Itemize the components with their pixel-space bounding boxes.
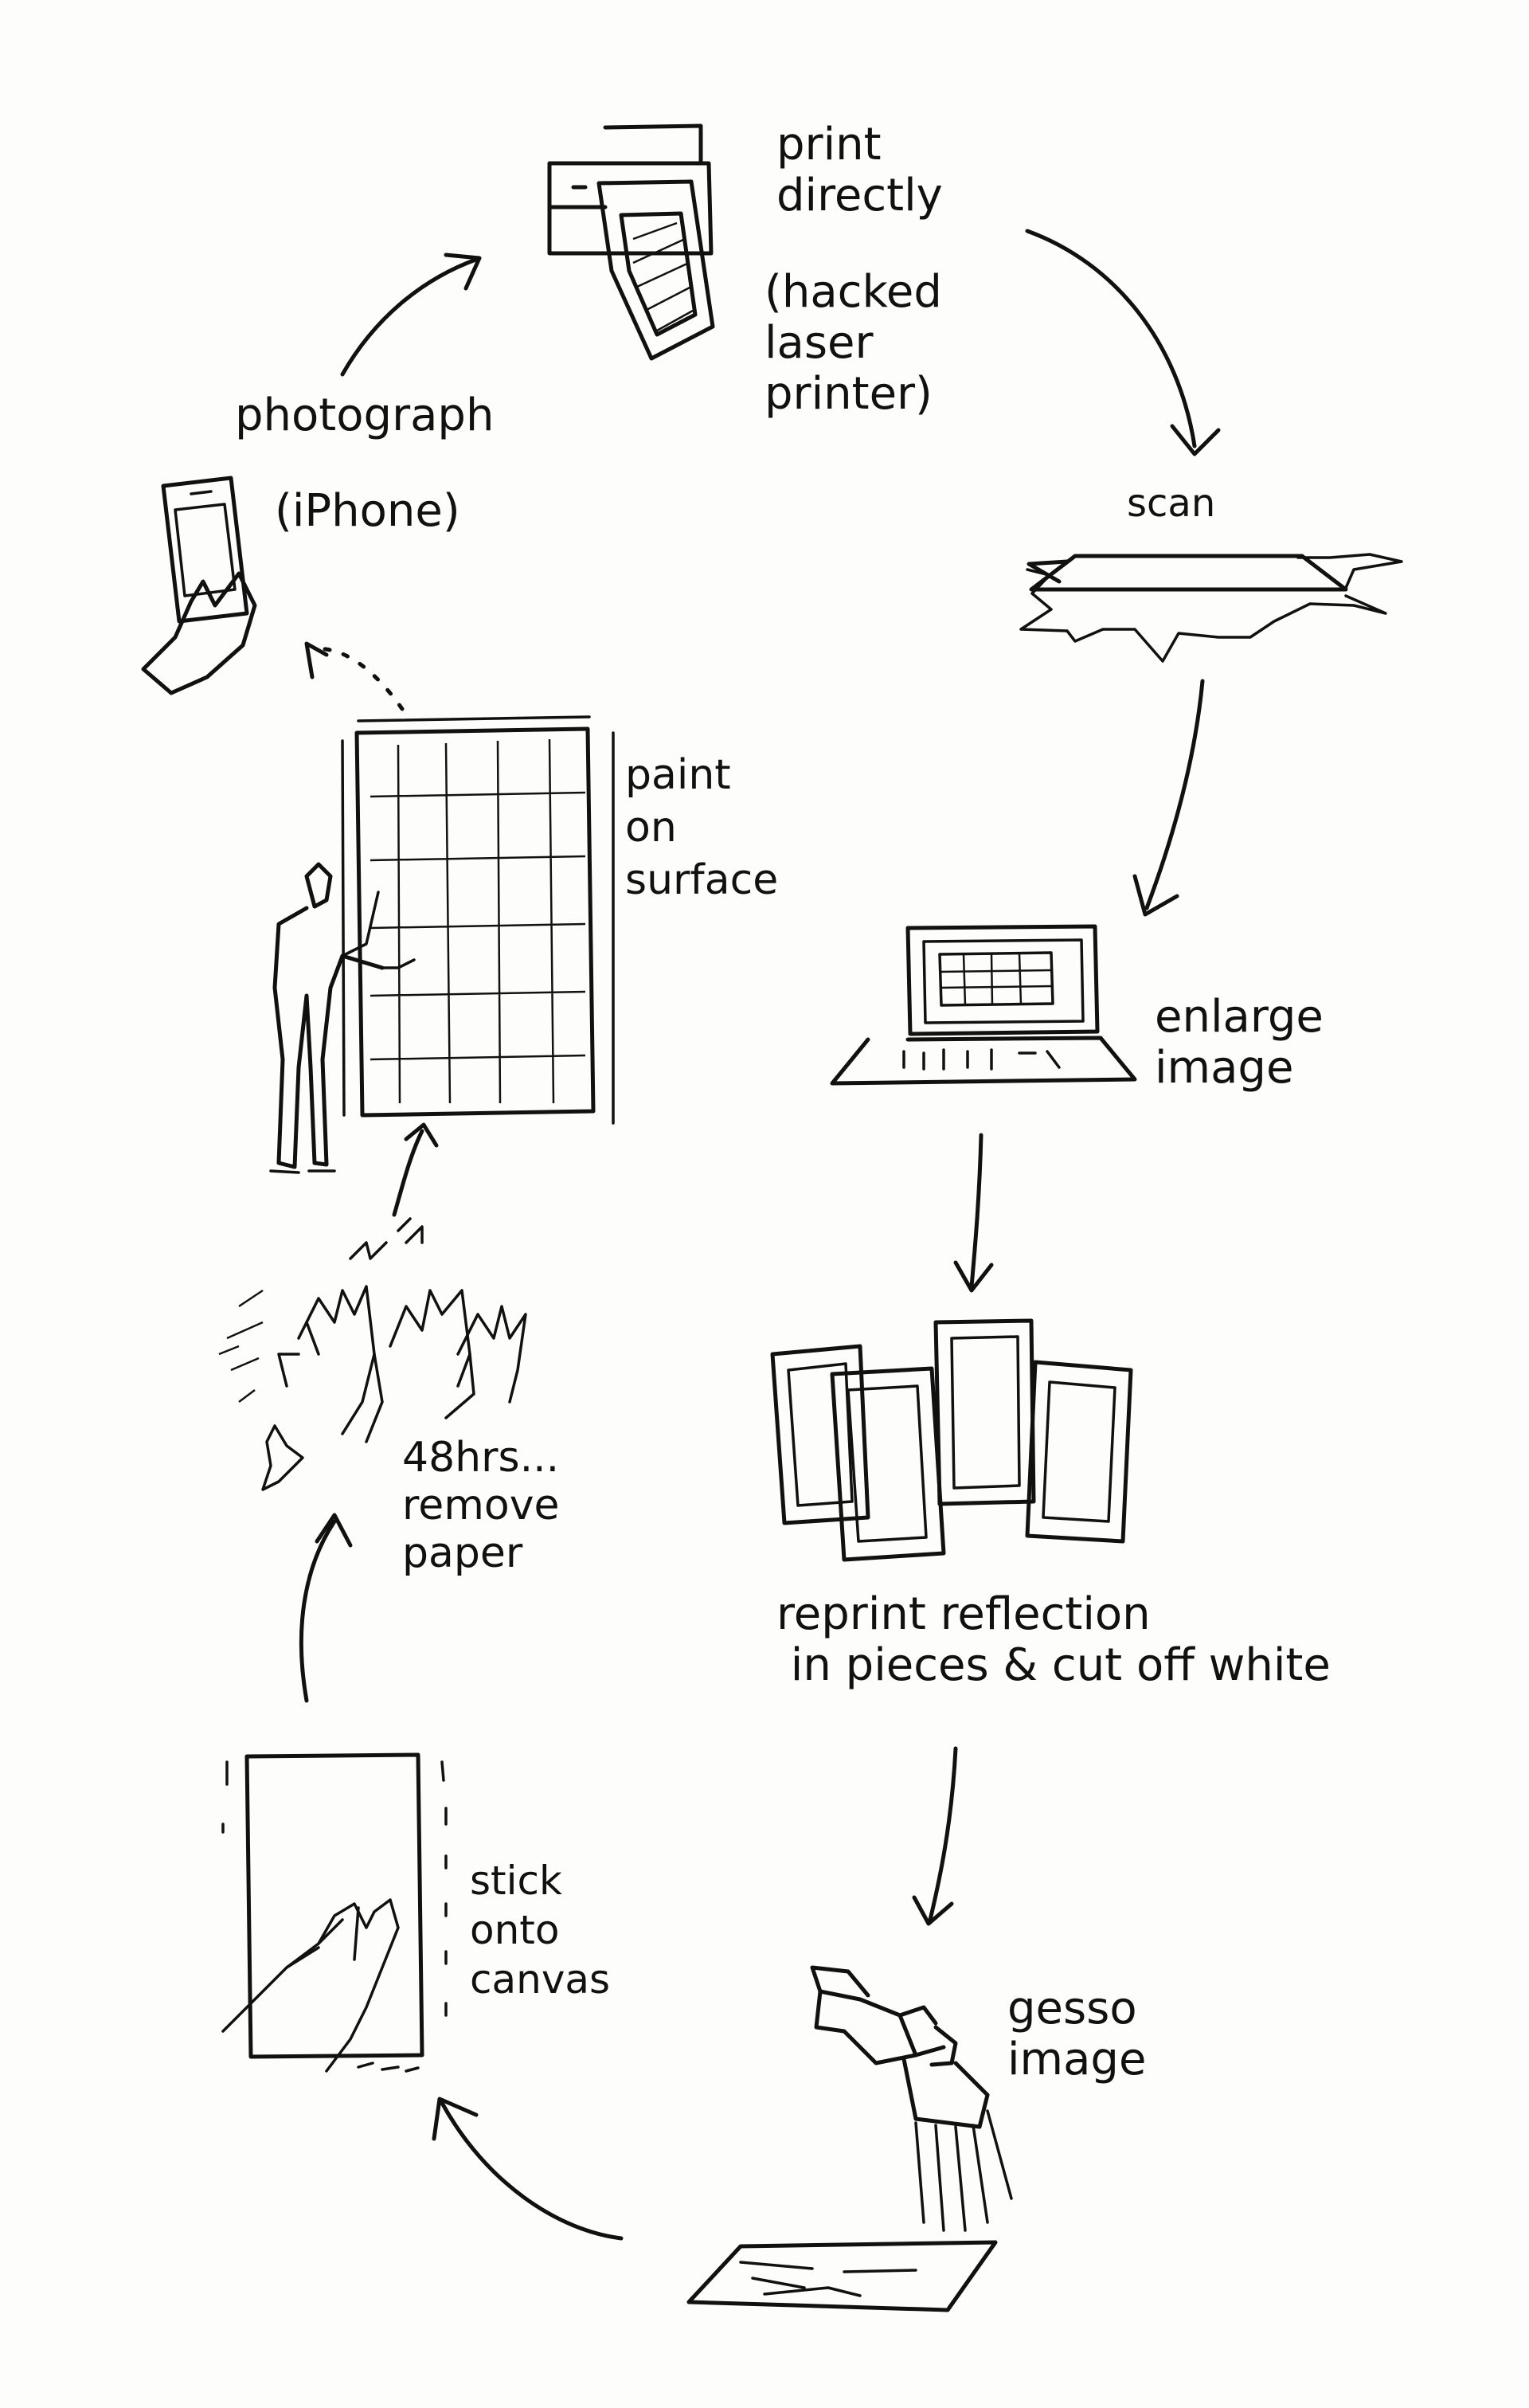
arrow-reprint-to-gesso <box>928 1746 958 1922</box>
step-paint-label: paint on surface <box>625 751 779 904</box>
arrow-paint-to-photograph-dotted <box>310 646 405 711</box>
step-enlarge-label: enlarge image <box>1155 991 1324 1094</box>
arrow-head <box>432 2097 479 2141</box>
printer-icon <box>547 123 715 361</box>
laptop-icon <box>830 924 1137 1086</box>
photo-pieces-icon <box>770 1318 1133 1562</box>
arrow-remove-to-paint <box>392 1129 424 1217</box>
step-photograph-note: (iPhone) <box>275 485 460 537</box>
painter-wall-icon <box>269 715 615 1174</box>
hands-peeling-icon <box>218 1217 527 1491</box>
arrow-stick-to-remove <box>299 1519 337 1703</box>
arrow-photograph-to-print <box>340 256 480 377</box>
arrow-enlarge-to-reprint <box>969 1133 983 1289</box>
step-print-note: (hacked laser printer) <box>764 266 942 420</box>
canvas-hand-icon <box>221 1752 448 2073</box>
arrow-print-to-scan <box>1025 229 1197 448</box>
arrow-head <box>1132 874 1179 917</box>
step-photograph-label: photograph <box>235 390 495 441</box>
step-remove-label: 48hrs... remove paper <box>402 1434 560 1577</box>
scanner-icon <box>1019 553 1403 663</box>
arrow-head <box>953 1260 994 1293</box>
step-stick-label: stick onto canvas <box>470 1858 611 2003</box>
step-reprint-label: reprint reflection in pieces & cut off w… <box>776 1588 1331 1691</box>
arrow-gesso-to-stick <box>440 2101 624 2241</box>
phone-hand-icon <box>141 476 257 695</box>
arrow-head <box>912 1895 954 1926</box>
step-scan-label: scan <box>1127 481 1216 526</box>
step-print-label: print directly <box>776 119 943 221</box>
arrow-head <box>1170 424 1221 456</box>
arrow-scan-to-enlarge <box>1144 679 1205 910</box>
arrow-head <box>444 253 482 291</box>
step-gesso-label: gesso image <box>1007 1983 1147 2085</box>
arrow-head <box>404 1122 439 1148</box>
gesso-brush-icon <box>686 1965 1013 2312</box>
arrow-head <box>304 641 329 679</box>
arrow-head <box>315 1513 353 1548</box>
